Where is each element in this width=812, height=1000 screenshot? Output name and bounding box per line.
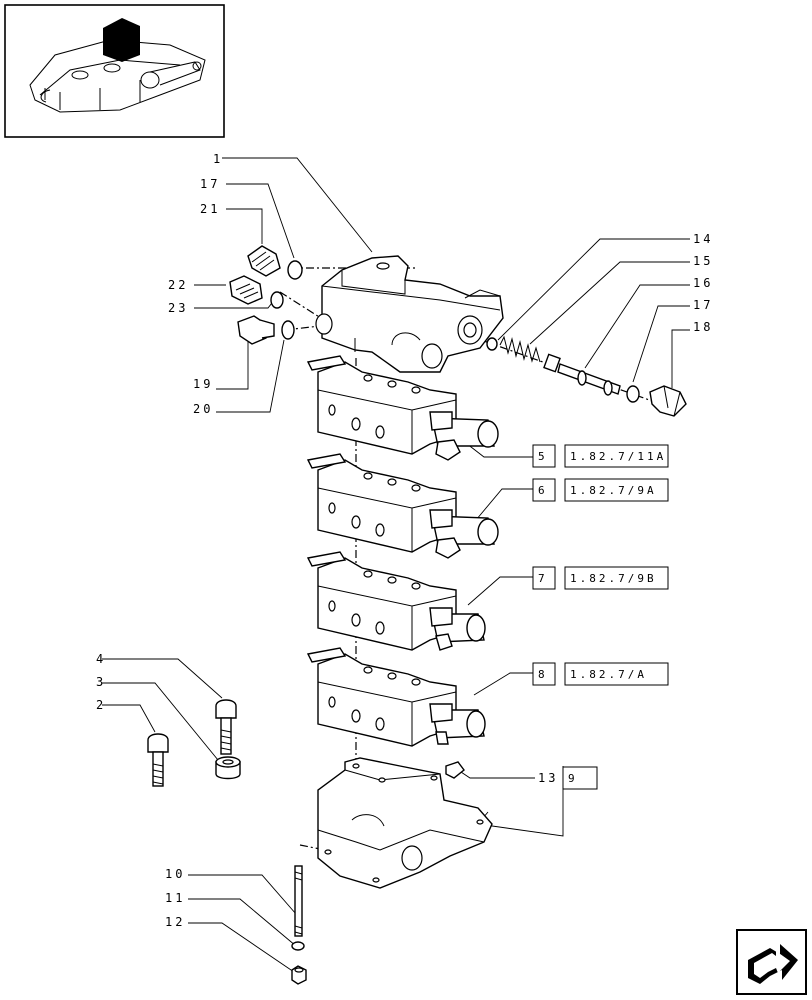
bolt-4 xyxy=(215,699,237,755)
reference-box-7[interactable]: 7 1.82.7/9B xyxy=(532,566,669,590)
valve-section-8 xyxy=(306,647,486,747)
callout-22: 22 xyxy=(168,278,188,292)
reference-box-8[interactable]: 8 1.82.7/A xyxy=(532,662,669,686)
washer-20 xyxy=(281,320,295,340)
callout-2: 2 xyxy=(96,698,106,712)
plug-19 xyxy=(237,315,275,345)
reference-box-5[interactable]: 5 1.82.7/11A xyxy=(532,444,669,468)
callout-17-left: 17 xyxy=(200,177,220,191)
plug-13 xyxy=(445,761,465,779)
washer-17-left xyxy=(287,260,303,280)
ref-item-9: 9 xyxy=(568,772,578,785)
nut-12 xyxy=(291,965,307,985)
ref-page-5[interactable]: 1.82.7/11A xyxy=(570,450,666,463)
tractor-lift-housing-thumbnail xyxy=(29,18,206,113)
reference-box-6[interactable]: 6 1.82.7/9A xyxy=(532,478,669,502)
valve-cover-body xyxy=(315,255,504,373)
callout-23: 23 xyxy=(168,301,188,315)
callout-12: 12 xyxy=(165,915,185,929)
ref-page-6[interactable]: 1.82.7/9A xyxy=(570,484,657,497)
callout-11: 11 xyxy=(165,891,185,905)
valve-section-7 xyxy=(306,551,486,651)
thumbnail-frame xyxy=(4,4,225,138)
valve-section-5 xyxy=(306,355,499,461)
spacer-3 xyxy=(215,756,241,780)
bolt-21 xyxy=(247,245,281,277)
reference-box-9[interactable]: 9 xyxy=(562,766,598,790)
callout-21: 21 xyxy=(200,202,220,216)
plug-18 xyxy=(649,385,687,417)
callout-18: 18 xyxy=(693,320,713,334)
ref-item-7: 7 xyxy=(538,572,548,585)
callout-17-right: 17 xyxy=(693,298,713,312)
ref-page-8[interactable]: 1.82.7/A xyxy=(570,668,647,681)
next-page-arrow-icon[interactable] xyxy=(736,929,807,995)
bolt-2 xyxy=(147,733,169,787)
callout-4: 4 xyxy=(96,652,106,666)
ref-item-8: 8 xyxy=(538,668,548,681)
bolt-22 xyxy=(229,275,263,305)
tie-rod-10 xyxy=(294,865,303,937)
callout-3: 3 xyxy=(96,675,106,689)
highlight-block-icon xyxy=(103,18,140,62)
end-cover-9 xyxy=(317,757,493,889)
ball-14 xyxy=(486,337,498,351)
callout-16: 16 xyxy=(693,276,713,290)
washer-17-right xyxy=(626,385,640,403)
washer-11 xyxy=(291,941,305,951)
callout-20: 20 xyxy=(193,402,213,416)
callout-14: 14 xyxy=(693,232,713,246)
spring-15 xyxy=(499,335,541,363)
ref-item-6: 6 xyxy=(538,484,548,497)
ref-page-7[interactable]: 1.82.7/9B xyxy=(570,572,657,585)
washer-23 xyxy=(270,291,284,309)
callout-10: 10 xyxy=(165,867,185,881)
pin-16 xyxy=(543,353,621,396)
valve-section-6 xyxy=(306,453,499,559)
callout-1: 1 xyxy=(213,152,223,166)
callout-15: 15 xyxy=(693,254,713,268)
callout-19: 19 xyxy=(193,377,213,391)
callout-13: 13 xyxy=(538,771,558,785)
ref-item-5: 5 xyxy=(538,450,548,463)
